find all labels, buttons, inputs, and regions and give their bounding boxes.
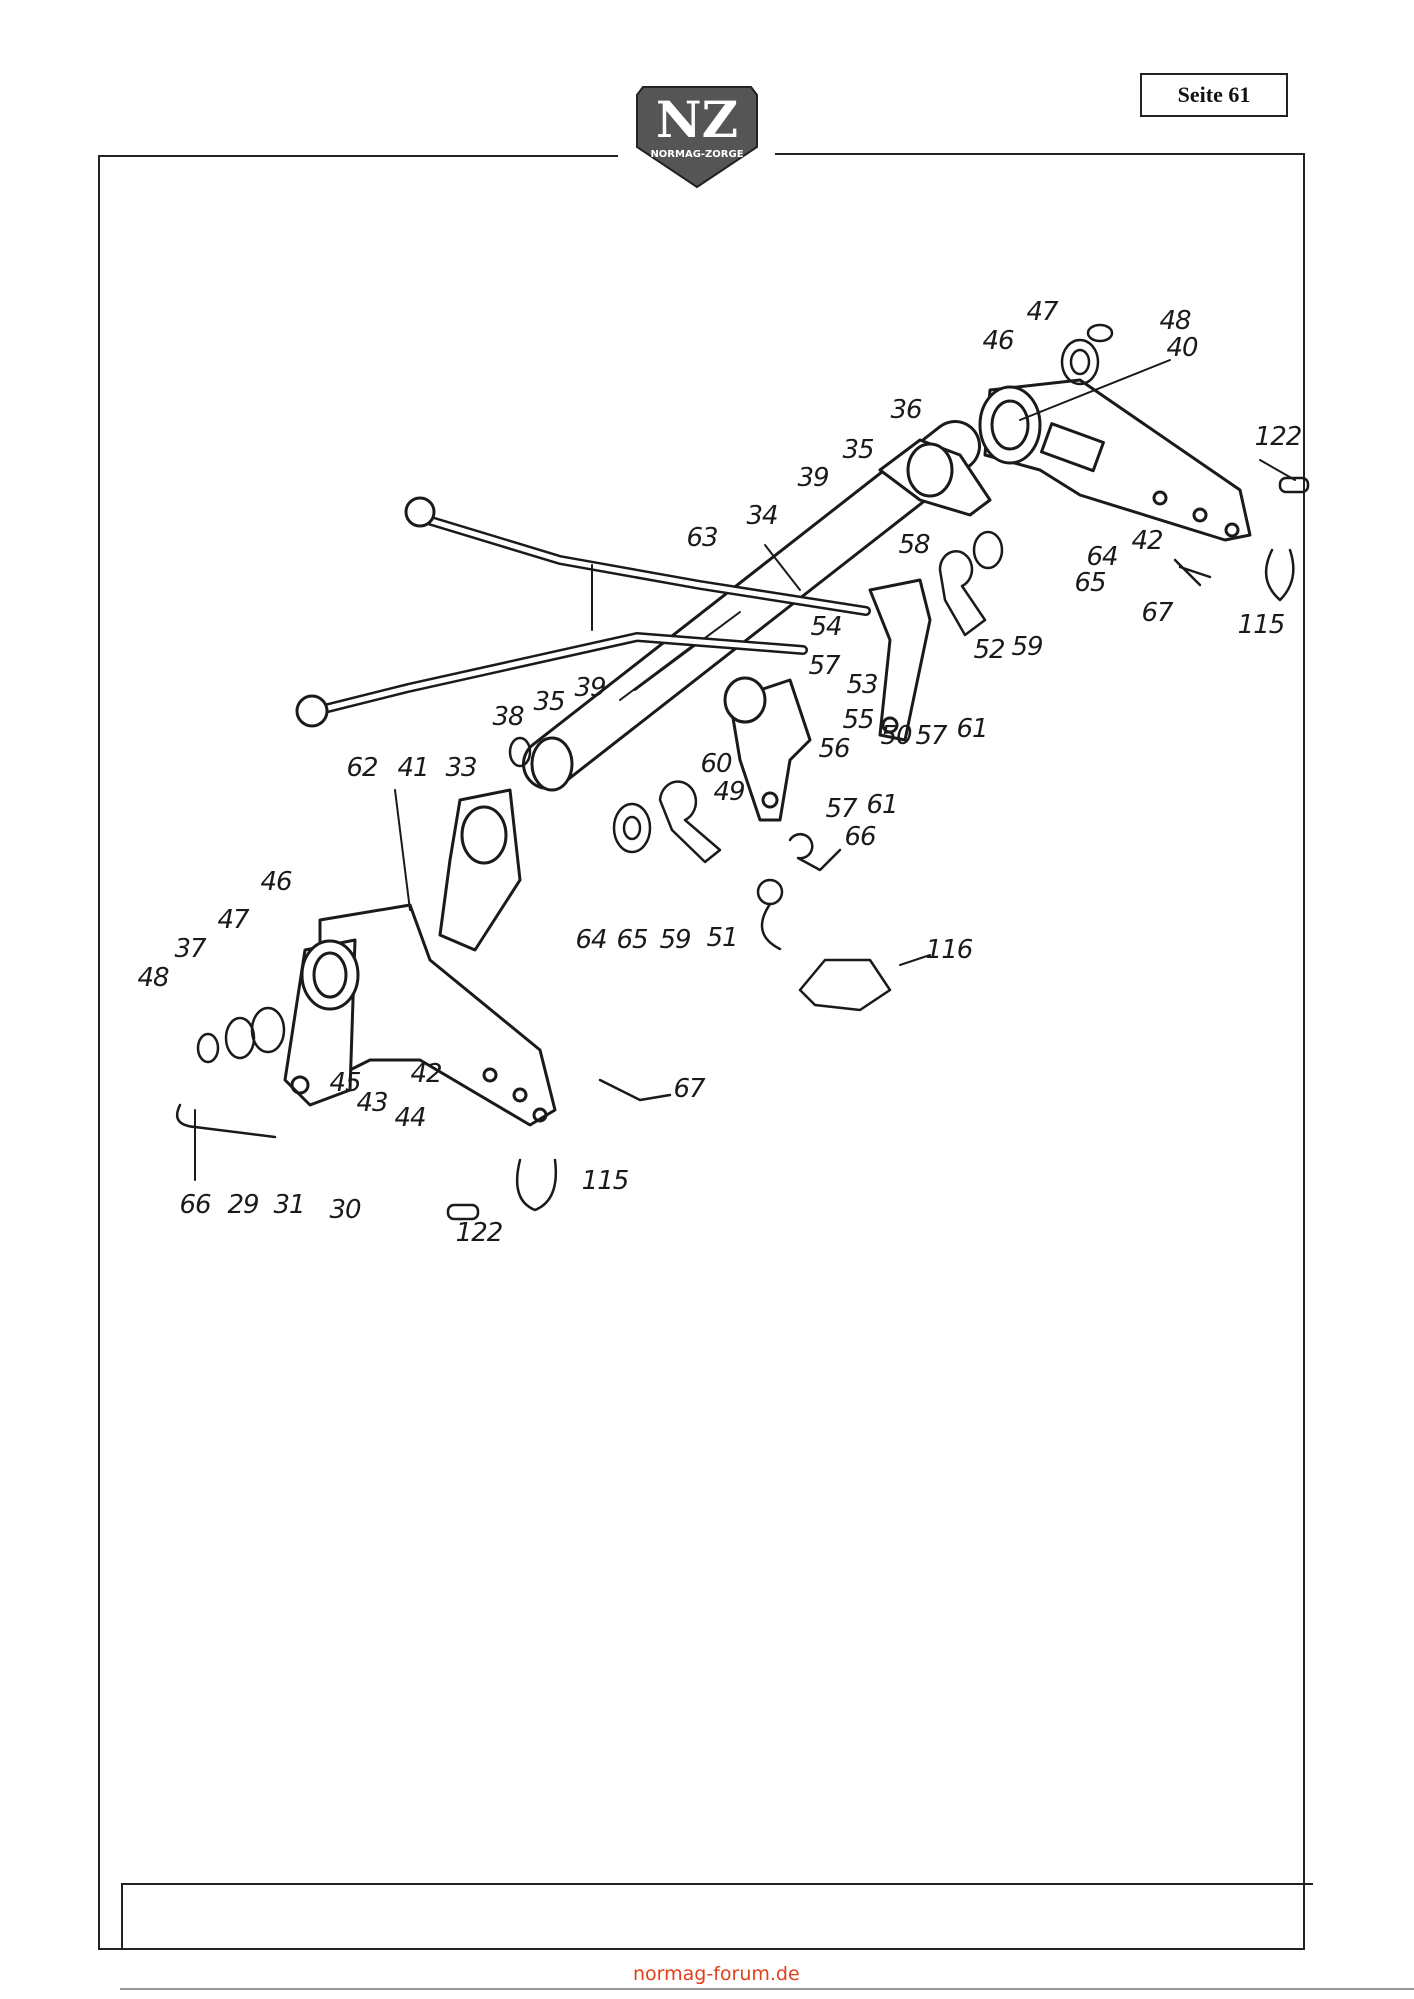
part-number-51: 51 bbox=[706, 923, 738, 953]
part-number-29: 29 bbox=[227, 1190, 259, 1220]
leader-lines bbox=[194, 359, 1296, 1181]
part-number-42: 42 bbox=[410, 1059, 442, 1089]
part-number-57: 57 bbox=[915, 721, 947, 751]
arm-33 bbox=[438, 788, 522, 952]
part-number-61: 61 bbox=[866, 790, 898, 820]
part-number-40: 40 bbox=[1166, 333, 1198, 363]
part-number-43: 43 bbox=[356, 1088, 388, 1118]
part-number-46: 46 bbox=[982, 326, 1014, 356]
part-number-55: 55 bbox=[842, 705, 874, 735]
part-number-66: 66 bbox=[179, 1190, 211, 1220]
part-number-53: 53 bbox=[846, 670, 878, 700]
part-number-46: 46 bbox=[260, 867, 292, 897]
part-number-61: 61 bbox=[956, 714, 988, 744]
watermark-text[interactable]: normag-forum.de bbox=[633, 1963, 800, 1985]
part-number-37: 37 bbox=[174, 934, 206, 964]
page-bottom-edge bbox=[120, 1988, 1414, 1990]
part-number-57: 57 bbox=[825, 794, 857, 824]
part-number-47: 47 bbox=[1026, 297, 1058, 327]
part-number-122: 122 bbox=[455, 1218, 504, 1248]
frame-left bbox=[98, 155, 100, 1950]
bracket-49 bbox=[723, 676, 812, 822]
part-number-54: 54 bbox=[810, 612, 842, 642]
svg-text:NORMAG-ZORGE: NORMAG-ZORGE bbox=[650, 149, 743, 160]
lift-arm-right bbox=[978, 378, 1252, 542]
part-number-30: 30 bbox=[329, 1195, 361, 1225]
part-number-35: 35 bbox=[533, 687, 565, 717]
part-number-115: 115 bbox=[581, 1166, 630, 1196]
svg-text:NZ: NZ bbox=[656, 90, 738, 149]
part-number-57: 57 bbox=[808, 651, 840, 681]
lift-arm-left bbox=[283, 903, 557, 1127]
part-number-50: 50 bbox=[880, 721, 912, 751]
part-number-64: 64 bbox=[1086, 542, 1118, 572]
part-number-60: 60 bbox=[700, 749, 732, 779]
frame-right bbox=[1303, 153, 1305, 1950]
part-number-33: 33 bbox=[445, 753, 477, 783]
part-number-48: 48 bbox=[137, 963, 169, 993]
part-number-59: 59 bbox=[1011, 632, 1043, 662]
part-number-115: 115 bbox=[1237, 610, 1286, 640]
cross-shaft bbox=[522, 420, 981, 792]
part-number-116: 116 bbox=[925, 935, 974, 965]
footer-box-top bbox=[121, 1883, 1313, 1885]
page-number-box: Seite 61 bbox=[1140, 73, 1288, 117]
frame-top-right bbox=[775, 153, 1305, 155]
part-number-56: 56 bbox=[818, 734, 850, 764]
part-number-59: 59 bbox=[659, 925, 691, 955]
rod-63 bbox=[404, 496, 871, 616]
part-number-65: 65 bbox=[1074, 568, 1106, 598]
part-number-47: 47 bbox=[217, 905, 249, 935]
part-number-65: 65 bbox=[616, 925, 648, 955]
part-number-58: 58 bbox=[898, 530, 930, 560]
part-number-39: 39 bbox=[797, 463, 829, 493]
normag-zorge-logo: NZ NORMAG-ZORGE bbox=[636, 86, 758, 189]
part-number-64: 64 bbox=[575, 925, 607, 955]
part-number-38: 38 bbox=[492, 702, 524, 732]
part-number-66: 66 bbox=[844, 822, 876, 852]
part-number-67: 67 bbox=[673, 1074, 705, 1104]
bracket-50 bbox=[868, 578, 932, 742]
part-number-45: 45 bbox=[329, 1068, 361, 1098]
part-number-122: 122 bbox=[1254, 422, 1303, 452]
frame-top-left bbox=[98, 155, 618, 157]
part-number-41: 41 bbox=[397, 753, 429, 783]
part-number-44: 44 bbox=[394, 1103, 426, 1133]
arm-36 bbox=[878, 438, 992, 517]
part-number-49: 49 bbox=[713, 777, 745, 807]
frame-bottom bbox=[98, 1948, 1305, 1950]
part-number-67: 67 bbox=[1141, 598, 1173, 628]
part-number-39: 39 bbox=[574, 673, 606, 703]
part-number-34: 34 bbox=[746, 501, 778, 531]
part-number-48: 48 bbox=[1159, 306, 1191, 336]
small-parts bbox=[175, 323, 1310, 1221]
part-number-36: 36 bbox=[890, 395, 922, 425]
part-number-31: 31 bbox=[273, 1190, 305, 1220]
part-number-62: 62 bbox=[346, 753, 378, 783]
page-number: Seite 61 bbox=[1177, 82, 1251, 107]
part-number-63: 63 bbox=[686, 523, 718, 553]
part-number-42: 42 bbox=[1131, 526, 1163, 556]
footer-box-left bbox=[121, 1883, 123, 1949]
part-number-52: 52 bbox=[973, 635, 1005, 665]
rod-62 bbox=[295, 632, 808, 728]
part-number-35: 35 bbox=[842, 435, 874, 465]
